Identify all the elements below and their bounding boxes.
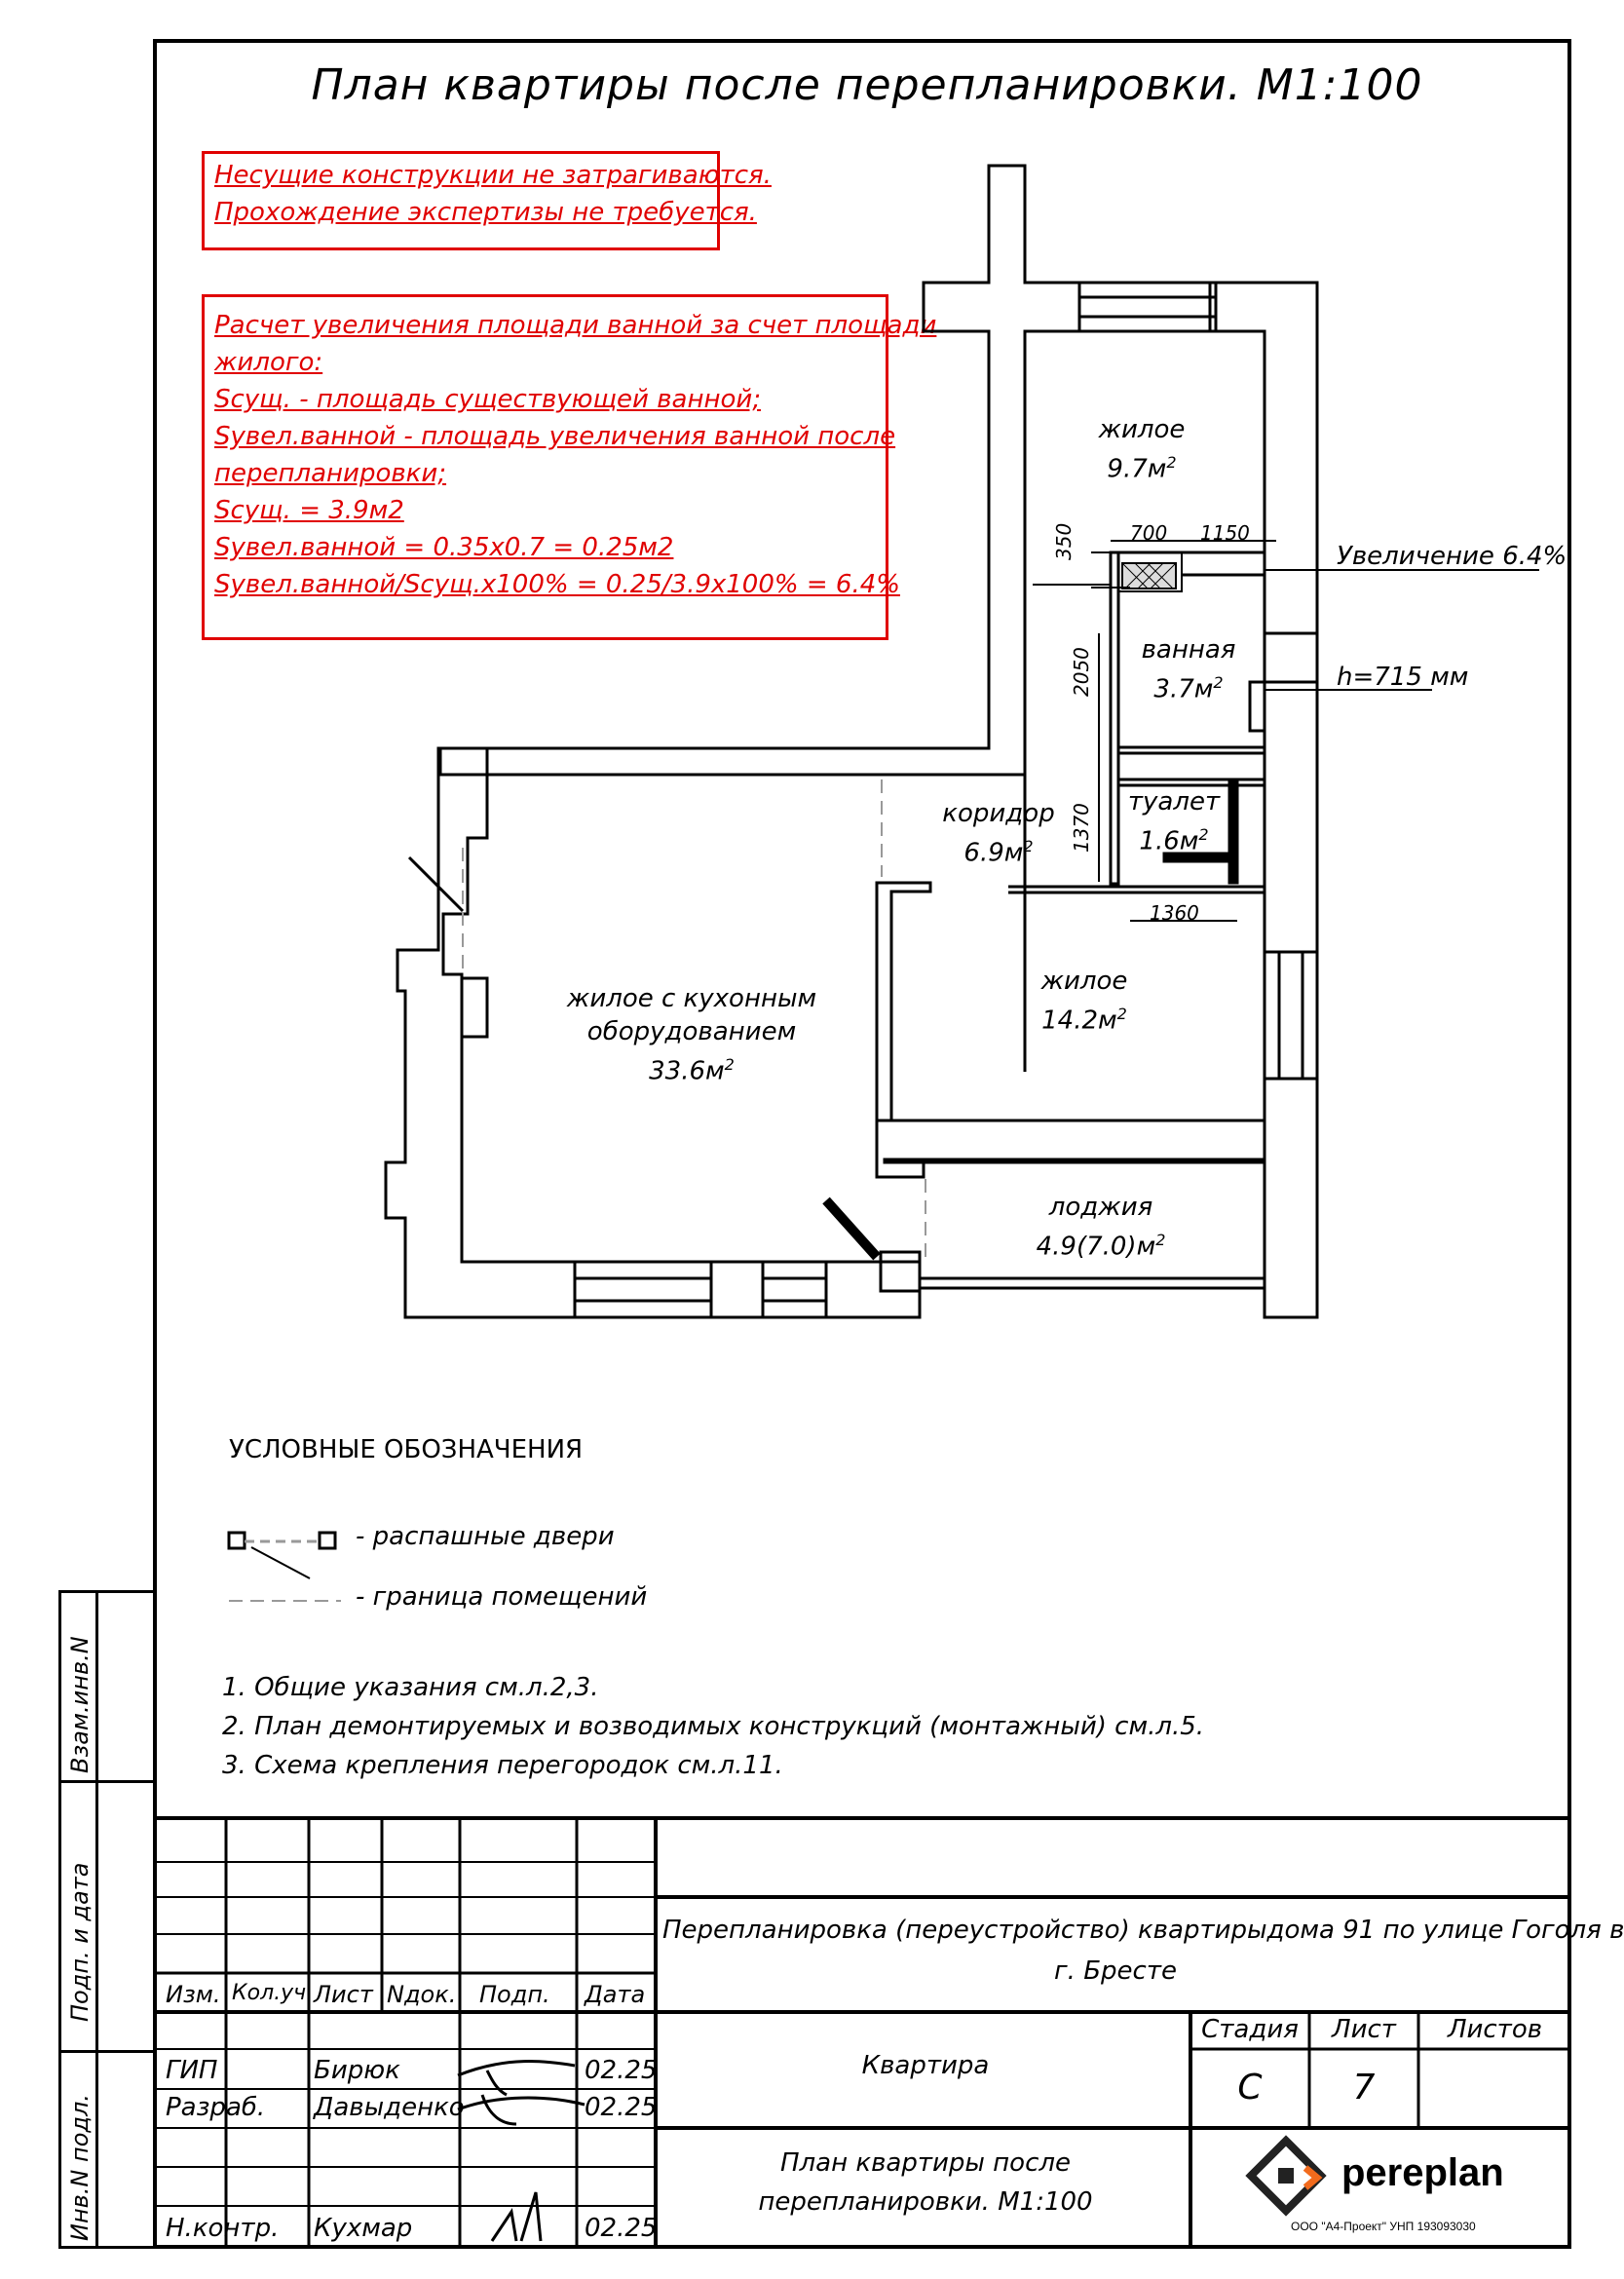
note-line: 1. Общие указания см.л.2,3.: [222, 1673, 599, 1702]
stamp-date-nkontr: 02.25: [585, 2214, 658, 2243]
dim-1360: 1360: [1150, 901, 1199, 925]
callout-height: h=715 мм: [1337, 663, 1469, 692]
room-name: коридор: [942, 799, 1055, 828]
stamp-header-ndok: Nдок.: [387, 1981, 457, 2008]
calc-box: Расчет увеличения площади ванной за счет…: [202, 294, 937, 640]
notice-box: Несущие конструкции не затрагиваются. Пр…: [202, 151, 772, 250]
stamp-date-gip: 02.25: [585, 2056, 658, 2085]
room-name: жилое с кухонным: [566, 984, 817, 1013]
room-name: оборудованием: [586, 1017, 797, 1046]
calc-line: Расчет увеличения площади ванной за счет…: [214, 311, 937, 340]
stamp-role-nkontr: Н.контр.: [166, 2214, 280, 2243]
dim-1150: 1150: [1200, 521, 1250, 545]
calc-line: жилого:: [214, 348, 323, 377]
room-area: 6.9м2: [963, 837, 1034, 868]
room-name: туалет: [1127, 787, 1221, 817]
room-area: 33.6м2: [649, 1055, 735, 1086]
stamp-role-gip: ГИП: [166, 2056, 218, 2085]
notice-line: Несущие конструкции не затрагиваются.: [214, 161, 772, 190]
legend-doors: - распашные двери: [356, 1522, 615, 1551]
room-area: 4.9(7.0)м2: [1036, 1231, 1166, 1262]
room-area: 3.7м2: [1153, 673, 1224, 704]
notice-line: Прохождение экспертизы не требуется.: [214, 198, 757, 227]
stage-value: С: [1237, 2068, 1263, 2108]
callout-increase: Увеличение 6.4%: [1337, 542, 1567, 571]
room-name: жилое: [1040, 967, 1128, 996]
stamp-header-izm: Изм.: [166, 1981, 221, 2008]
project-title: Перепланировка (переустройство) квартиры…: [662, 1916, 1624, 1945]
room-name: жилое: [1098, 415, 1186, 444]
room-bath: ванная 3.7м2: [1130, 633, 1247, 706]
room-living-2: жилое 14.2м2: [1021, 965, 1148, 1038]
page-title: План квартиры после перепланировки. М1:1…: [311, 60, 1423, 110]
stamp-date-razrab: 02.25: [585, 2093, 658, 2122]
room-name: лоджия: [1048, 1193, 1153, 1222]
stage-label: Стадия: [1201, 2015, 1299, 2044]
note-line: 3. Схема крепления перегородок см.л.11.: [222, 1751, 783, 1780]
stamp-name-nkontr: Кухмар: [314, 2214, 413, 2243]
stamp-role-razrab: Разраб.: [166, 2093, 266, 2122]
project-city: г. Бресте: [1054, 1956, 1177, 1986]
room-loggia: лоджия 4.9(7.0)м2: [1013, 1191, 1189, 1264]
side-divider: [95, 1590, 98, 2249]
stamp-name-razrab: Давыденко: [314, 2093, 465, 2122]
room-corridor: коридор 6.9м2: [935, 797, 1062, 870]
calc-line: Sувел.ванной/Sсущ.x100% = 0.25/3.9x100% …: [214, 570, 900, 599]
calc-line: Sувел.ванной - площадь увеличения ванной…: [214, 422, 896, 451]
room-toilet: туалет 1.6м2: [1120, 785, 1227, 858]
sheet-title-1: План квартиры после: [780, 2148, 1071, 2178]
side-box-inv: [58, 2050, 157, 2249]
note-line: 2. План демонтируемых и возводимых конст…: [222, 1712, 1205, 1741]
legend-boundary: - граница помещений: [356, 1582, 648, 1612]
object-name: Квартира: [861, 2051, 990, 2080]
logo-text: pereplan: [1341, 2151, 1504, 2194]
pereplan-logo-icon: [1245, 2135, 1327, 2217]
company-text: ООО "А4-Проект" УНП 193093030: [1291, 2220, 1476, 2233]
calc-line: Sсущ. - площадь существующей ванной;: [214, 385, 762, 414]
room-living-1: жилое 9.7м2: [1083, 413, 1200, 486]
calc-line: перепланировки;: [214, 459, 447, 488]
sheets-label: Листов: [1447, 2015, 1543, 2044]
calc-line: Sувел.ванной = 0.35x0.7 = 0.25м2: [214, 533, 674, 562]
stamp-header-koluch: Кол.уч.: [232, 1981, 314, 2005]
stamp-header-data: Дата: [585, 1981, 646, 2008]
sheet-value: 7: [1352, 2068, 1376, 2108]
stamp-name-gip: Бирюк: [314, 2056, 400, 2085]
legend-heading: УСЛОВНЫЕ ОБОЗНАЧЕНИЯ: [229, 1435, 584, 1464]
room-area: 1.6м2: [1139, 825, 1209, 856]
room-name: ванная: [1141, 635, 1236, 665]
stamp-header-list: Лист: [314, 1981, 373, 2008]
calc-line: Sсущ. = 3.9м2: [214, 496, 404, 525]
dim-700: 700: [1130, 521, 1168, 545]
room-area: 14.2м2: [1041, 1005, 1127, 1036]
stamp-header-podp: Подп.: [479, 1981, 550, 2008]
room-kitchen-living: жилое с кухонным оборудованием 33.6м2: [565, 982, 818, 1088]
sheet-label: Лист: [1332, 2015, 1396, 2044]
room-area: 9.7м2: [1107, 453, 1177, 484]
drawing-frame: [153, 39, 1571, 2249]
sheet-title-2: перепланировки. М1:100: [758, 2187, 1093, 2217]
general-notes: 1. Общие указания см.л.2,3. 2. План демо…: [222, 1668, 1204, 1785]
